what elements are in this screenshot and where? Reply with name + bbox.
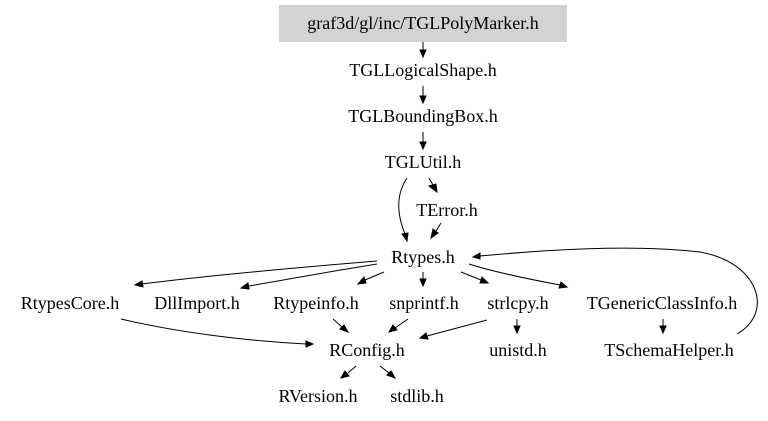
node-tglboundingbox[interactable]: TGLBoundingBox.h — [348, 106, 498, 126]
node-unistd[interactable]: unistd.h — [489, 340, 547, 360]
node-dllimport[interactable]: DllImport.h — [154, 293, 240, 313]
root-node-label: graf3d/gl/inc/TGLPolyMarker.h — [307, 13, 538, 33]
edge-terror-to-rtypes — [430, 222, 442, 240]
edge-rtypes-to-rtypescore — [133, 260, 378, 288]
edge-rtypes-to-dllimport — [239, 263, 378, 290]
root-node-box — [279, 5, 567, 42]
edge-tgllogicalshape-to-tglboundingbox — [419, 86, 427, 105]
edge-tgenericclassinfo-to-tschemahelper — [659, 319, 667, 335]
root-node[interactable]: graf3d/gl/inc/TGLPolyMarker.h — [279, 5, 567, 42]
edge-rtypes-to-tgenericclassinfo — [468, 263, 569, 289]
node-rtypes[interactable]: Rtypes.h — [391, 247, 455, 267]
node-rtypescore[interactable]: RtypesCore.h — [21, 293, 120, 313]
node-tgllogicalshape[interactable]: TGLLogicalShape.h — [349, 60, 496, 80]
node-terror[interactable]: TError.h — [416, 200, 477, 220]
edge-snprintf-to-rconfig — [387, 318, 409, 333]
node-snprintf[interactable]: snprintf.h — [389, 293, 459, 313]
edge-rtypescore-to-rconfig — [120, 318, 315, 348]
node-rconfig[interactable]: RConfig.h — [329, 340, 405, 360]
edge-tschemahelper-to-rtypes — [471, 247, 758, 335]
edge-strlcpy-to-rconfig — [418, 319, 488, 340]
edge-tglutil-to-rtypes — [398, 177, 409, 243]
node-rversion[interactable]: RVersion.h — [278, 386, 357, 406]
node-tschemahelper[interactable]: TSchemaHelper.h — [604, 340, 733, 360]
edge-tglutil-to-terror — [427, 177, 438, 194]
edge-rtypes-to-rtypeinfo — [356, 271, 385, 285]
edge-strlcpy-to-unistd — [513, 319, 521, 335]
edge-rconfig-to-rversion — [339, 365, 357, 379]
edge-rconfig-to-stdlib — [379, 365, 397, 379]
edge-tglpolymarker-to-tgllogicalshape — [419, 42, 427, 59]
node-stdlib[interactable]: stdlib.h — [390, 386, 444, 406]
node-tglutil[interactable]: TGLUtil.h — [385, 152, 462, 172]
node-rtypeinfo[interactable]: Rtypeinfo.h — [273, 293, 359, 313]
edge-rtypes-to-strlcpy — [460, 271, 490, 284]
node-strlcpy[interactable]: strlcpy.h — [487, 293, 548, 313]
node-tgenericclassinfo[interactable]: TGenericClassInfo.h — [587, 293, 737, 313]
edge-rtypes-to-snprintf — [419, 272, 427, 288]
edge-rtypeinfo-to-rconfig — [332, 318, 350, 333]
edge-tglboundingbox-to-tglutil — [419, 132, 427, 151]
